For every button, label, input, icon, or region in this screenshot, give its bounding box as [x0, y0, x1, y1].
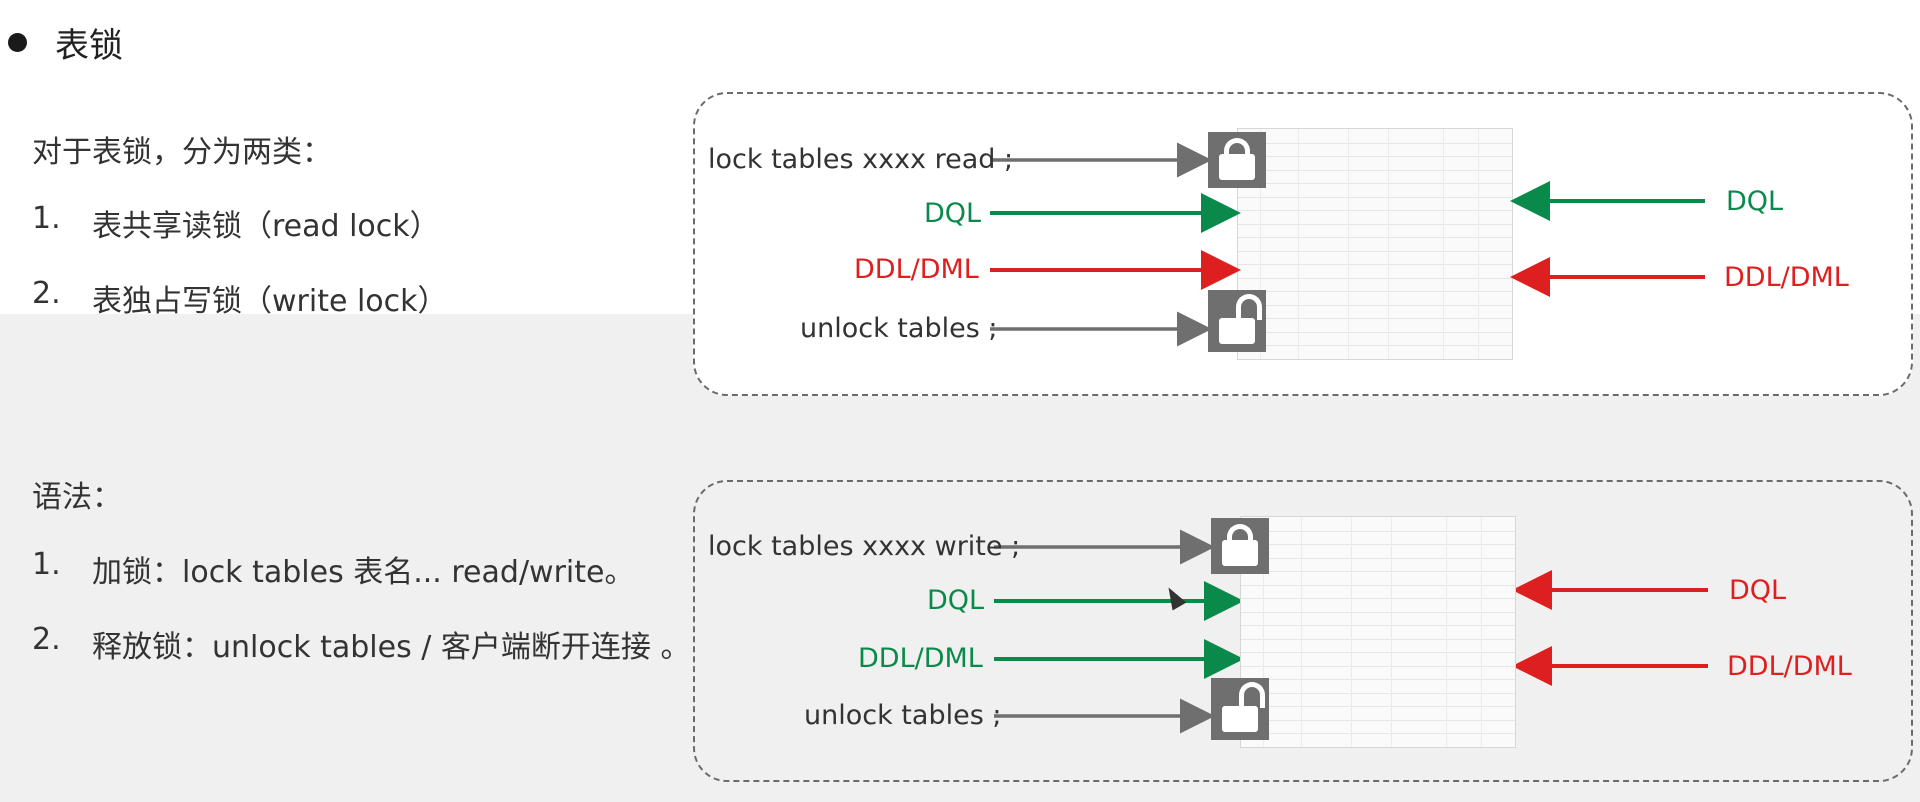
syntax-item-1-number: 1.	[32, 547, 61, 582]
table-grid-row	[1241, 719, 1515, 721]
table-grid-column	[1348, 129, 1349, 359]
read-ddl-right-label: DDL/DML	[1724, 262, 1849, 293]
page-title: 表锁	[55, 26, 123, 66]
table-grid-column	[1388, 129, 1389, 359]
syntax-item-2-text: 释放锁：unlock tables / 客户端断开连接 。	[92, 630, 691, 665]
table-grid-row	[1241, 706, 1515, 707]
table-grid-row	[1238, 304, 1512, 306]
write-lock-diagram-panel	[693, 480, 1913, 782]
types-item-1-number: 1.	[32, 201, 61, 236]
table-grid-row	[1238, 250, 1512, 252]
write-unlock-command: unlock tables ;	[804, 700, 1002, 731]
table-grid-row	[1241, 733, 1515, 734]
write-ddl-left-label: DDL/DML	[858, 643, 983, 674]
table-grid-row	[1241, 571, 1515, 572]
table-grid-row	[1241, 692, 1515, 694]
table-grid-row	[1238, 277, 1512, 279]
table-grid-column	[1351, 517, 1352, 747]
table-grid-row	[1238, 210, 1512, 211]
table-grid-row	[1238, 183, 1512, 184]
table-grid-row	[1241, 557, 1515, 559]
table-grid-column	[1478, 129, 1479, 359]
table-grid-row	[1238, 345, 1512, 346]
table-grid-column	[1481, 517, 1482, 747]
read-table-thumbnail	[1237, 128, 1513, 360]
table-grid-row	[1238, 142, 1512, 144]
write-table-thumbnail	[1240, 516, 1516, 748]
table-grid-row	[1241, 544, 1515, 545]
types-item-2-number: 2.	[32, 276, 61, 311]
table-grid-row	[1238, 223, 1512, 225]
table-grid-column	[1260, 129, 1261, 359]
table-grid-row	[1238, 156, 1512, 157]
write-dql-right-label: DQL	[1729, 575, 1787, 606]
table-grid-row	[1241, 665, 1515, 667]
read-lock-command: lock tables xxxx read ;	[708, 144, 1014, 175]
table-grid-column	[1391, 517, 1392, 747]
write-lock-command: lock tables xxxx write ;	[708, 531, 1021, 562]
syntax-intro: 语法：	[32, 480, 122, 515]
types-item-2-text: 表独占写锁（write lock）	[92, 284, 448, 319]
read-ddl-left-label: DDL/DML	[854, 254, 979, 285]
table-grid-row	[1241, 652, 1515, 653]
write-unlock-icon	[1211, 678, 1269, 740]
table-grid-row	[1241, 598, 1515, 599]
read-unlock-icon	[1208, 290, 1266, 352]
write-dql-left-label: DQL	[927, 585, 985, 616]
read-lock-icon	[1208, 132, 1266, 188]
types-intro: 对于表锁，分为两类：	[32, 135, 332, 170]
table-grid-row	[1241, 638, 1515, 640]
table-grid-row	[1241, 530, 1515, 532]
table-grid-row	[1241, 625, 1515, 626]
table-grid-column	[1298, 129, 1299, 359]
table-grid-row	[1238, 291, 1512, 292]
table-grid-row	[1238, 331, 1512, 333]
table-grid-row	[1238, 264, 1512, 265]
table-grid-row	[1241, 584, 1515, 586]
table-grid-column	[1301, 517, 1302, 747]
bullet-icon	[8, 33, 27, 52]
table-grid-column	[1263, 517, 1264, 747]
read-unlock-command: unlock tables ;	[800, 313, 998, 344]
write-ddl-right-label: DDL/DML	[1727, 651, 1852, 682]
syntax-item-1-text: 加锁：lock tables 表名... read/write。	[92, 555, 635, 590]
table-grid-column	[1443, 129, 1444, 359]
types-item-1-text: 表共享读锁（read lock）	[92, 209, 440, 244]
table-grid-column	[1446, 517, 1447, 747]
table-grid-row	[1238, 169, 1512, 171]
syntax-item-2-number: 2.	[32, 622, 61, 657]
table-grid-row	[1241, 679, 1515, 680]
table-grid-row	[1238, 237, 1512, 238]
write-lock-icon	[1211, 518, 1269, 574]
read-dql-left-label: DQL	[924, 198, 982, 229]
read-dql-right-label: DQL	[1726, 186, 1784, 217]
table-grid-row	[1241, 611, 1515, 613]
table-grid-row	[1238, 196, 1512, 198]
table-grid-row	[1238, 318, 1512, 319]
